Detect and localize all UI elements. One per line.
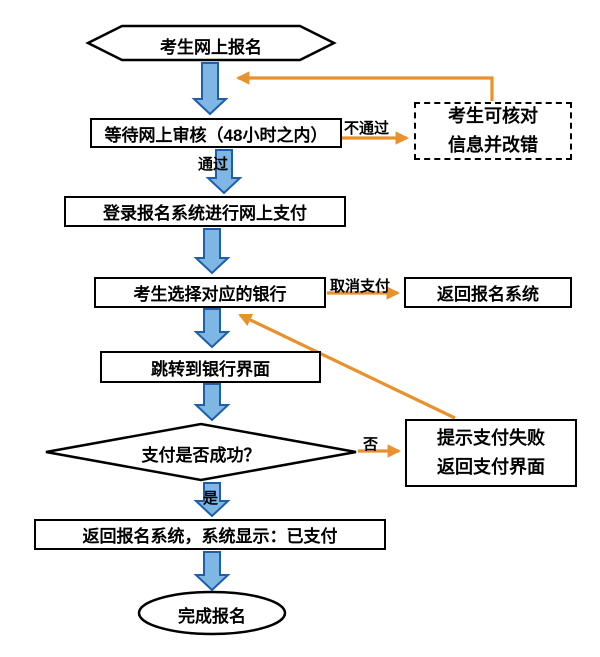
- decision-diamond-shape: [45, 422, 357, 482]
- review-node-label: 等待网上审核（48小时之内）: [104, 125, 328, 145]
- paid-node-label: 返回报名系统，系统显示：已支付: [82, 527, 338, 546]
- return-system-node-label: 返回报名系统: [437, 285, 539, 304]
- edge-label-yes: 是: [203, 490, 219, 507]
- flow-arrow-paid-to-finish: [193, 551, 231, 592]
- correct-info-node: 考生可核对 信息并改错: [414, 102, 572, 160]
- pay-fail-line2: 返回支付界面: [437, 457, 545, 477]
- bank-page-node-label: 跳转到银行界面: [151, 359, 270, 379]
- select-bank-node-label: 考生选择对应的银行: [133, 285, 287, 304]
- review-node: 等待网上审核（48小时之内）: [90, 118, 342, 148]
- login-pay-node-label: 登录报名系统进行网上支付: [103, 204, 307, 223]
- select-bank-node: 考生选择对应的银行: [94, 277, 326, 308]
- login-pay-node: 登录报名系统进行网上支付: [64, 196, 346, 227]
- edge-label-cancel-pay: 取消支付: [330, 278, 391, 295]
- start-node-label: 考生网上报名: [160, 38, 262, 57]
- flow-arrow-start-to-review: [191, 62, 229, 116]
- flow-arrow-login-to-bank-select: [193, 228, 231, 275]
- bank-page-node: 跳转到银行界面: [100, 351, 321, 383]
- return-system-node: 返回报名系统: [404, 277, 572, 308]
- edge-label-pass: 通过: [198, 156, 229, 173]
- correct-info-line1: 考生可核对: [448, 106, 538, 126]
- flow-arrow-bank-page-to-decision: [193, 383, 231, 422]
- pay-fail-node: 提示支付失败 返回支付界面: [405, 419, 577, 487]
- edge-label-no: 否: [363, 436, 379, 453]
- finish-ellipse-shape: [137, 590, 287, 636]
- connector-fail-return-loop: [238, 313, 456, 420]
- start-hexagon-shape: [85, 24, 337, 62]
- flow-arrow-decision-to-paid: [193, 482, 231, 518]
- flow-arrow-bank-select-to-bank-page: [193, 308, 231, 349]
- pay-fail-line1: 提示支付失败: [437, 428, 545, 448]
- paid-node: 返回报名系统，系统显示：已支付: [34, 519, 386, 550]
- flow-arrow-review-to-login: [205, 149, 243, 195]
- edge-label-not-pass: 不通过: [344, 120, 390, 137]
- finish-node-label: 完成报名: [178, 607, 246, 626]
- correct-info-line2: 信息并改错: [448, 135, 538, 155]
- connector-correct-loop-back: [235, 71, 494, 101]
- decision-node-label: 支付是否成功？: [141, 446, 261, 465]
